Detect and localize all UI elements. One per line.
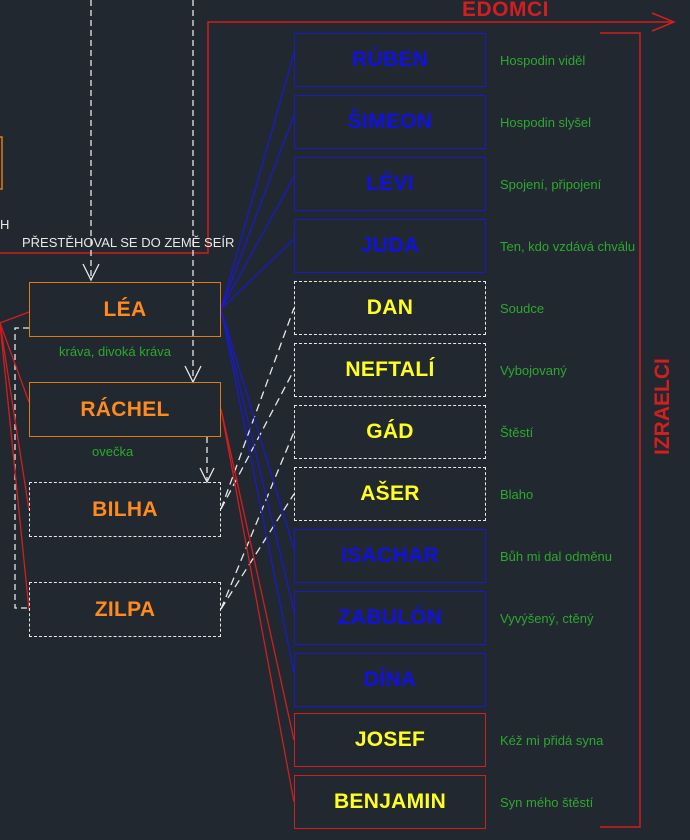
child-name: JOSEF xyxy=(354,728,426,751)
izraelci-label: IZRAELCI xyxy=(651,358,674,455)
child-meaning: Hospodin slyšel xyxy=(500,115,592,130)
child-box: BENJAMIN xyxy=(294,775,486,829)
parent-child-link xyxy=(220,307,295,510)
child-name: DÍNA xyxy=(363,668,417,691)
left-red-line-3 xyxy=(0,322,30,511)
edge-char: H xyxy=(0,217,10,232)
edom-arrow-head xyxy=(651,12,676,32)
parent-child-link xyxy=(220,52,295,310)
child-box: ŠIMEON xyxy=(294,95,486,149)
child-meaning: Ten, kdo vzdává chválu xyxy=(500,239,636,254)
child-name: JUDA xyxy=(360,234,420,257)
child-name: ZABULÓN xyxy=(337,606,443,629)
child-name: ŠIMEON xyxy=(347,110,433,133)
child-box: DÍNA xyxy=(294,653,486,707)
parent-child-link xyxy=(220,308,295,550)
child-meaning: Kéž mi přidá syna xyxy=(500,733,604,748)
parent-child-link xyxy=(220,238,295,310)
parent-child-link xyxy=(220,114,295,310)
child-name: DAN xyxy=(366,296,414,319)
child-box: NEFTALÍ xyxy=(294,343,486,397)
child-meaning: Syn mého štěstí xyxy=(500,795,594,810)
child-box: LÉVI xyxy=(294,157,486,211)
edomci-label: EDOMCI xyxy=(462,0,549,21)
mother-name: ZILPA xyxy=(94,597,156,621)
child-meaning: Bůh mi dal odměnu xyxy=(500,549,613,564)
child-box: JUDA xyxy=(294,219,486,273)
child-meaning: Štěstí xyxy=(500,425,534,440)
child-meaning: Hospodin viděl xyxy=(500,53,586,68)
left-red-line-2 xyxy=(0,322,30,403)
mother-box-zilpa: ZILPA xyxy=(29,582,221,637)
child-box: ISACHAR xyxy=(294,529,486,583)
left-red-line-4 xyxy=(0,322,30,611)
mother-name: BILHA xyxy=(92,497,158,521)
move-note: PŘESTĚHOVAL SE DO ZEMĚ SEÍR xyxy=(22,235,235,250)
child-name: NEFTALÍ xyxy=(345,358,435,381)
mother-meaning-rachel: ovečka xyxy=(92,444,134,459)
offscreen-box-fragment xyxy=(0,136,3,190)
child-meaning: Soudce xyxy=(500,301,545,316)
child-box: GÁD xyxy=(294,405,486,459)
child-name: BENJAMIN xyxy=(333,790,447,813)
izraelci-bracket xyxy=(600,32,641,828)
child-box: ZABULÓN xyxy=(294,591,486,645)
child-name: GÁD xyxy=(366,420,414,443)
child-name: ISACHAR xyxy=(341,544,439,567)
left-red-line-1 xyxy=(0,311,30,324)
child-meaning: Vybojovaný xyxy=(500,363,567,378)
mother-name: LÉA xyxy=(103,297,147,321)
parent-child-link xyxy=(220,308,295,612)
parent-child-link xyxy=(220,493,295,610)
parent-child-link xyxy=(220,176,295,310)
child-meaning: Blaho xyxy=(500,487,534,502)
parent-child-link xyxy=(220,408,295,741)
child-box: JOSEF xyxy=(294,713,486,767)
mother-name: RÁCHEL xyxy=(80,397,170,421)
mother-box-lea: LÉA xyxy=(29,282,221,337)
child-meaning: Spojení, připojení xyxy=(500,177,602,192)
parent-child-link xyxy=(220,431,295,610)
child-box: DAN xyxy=(294,281,486,335)
dashed-arrow-head-lea xyxy=(82,263,100,282)
child-name: AŠER xyxy=(360,482,420,505)
child-meaning: Vyvýšený, ctěný xyxy=(500,611,594,626)
mother-box-rachel: RÁCHEL xyxy=(29,382,221,437)
mother-meaning-lea: kráva, divoká kráva xyxy=(59,344,171,359)
child-box: RÚBEN xyxy=(294,33,486,87)
child-box: AŠER xyxy=(294,467,486,521)
child-name: RÚBEN xyxy=(351,48,429,71)
parent-child-link xyxy=(220,408,295,803)
edom-arrow-line xyxy=(0,21,672,254)
parent-child-link xyxy=(220,308,295,674)
mother-box-bilha: BILHA xyxy=(29,482,221,537)
parent-child-link xyxy=(220,369,295,510)
child-name: LÉVI xyxy=(366,172,414,195)
